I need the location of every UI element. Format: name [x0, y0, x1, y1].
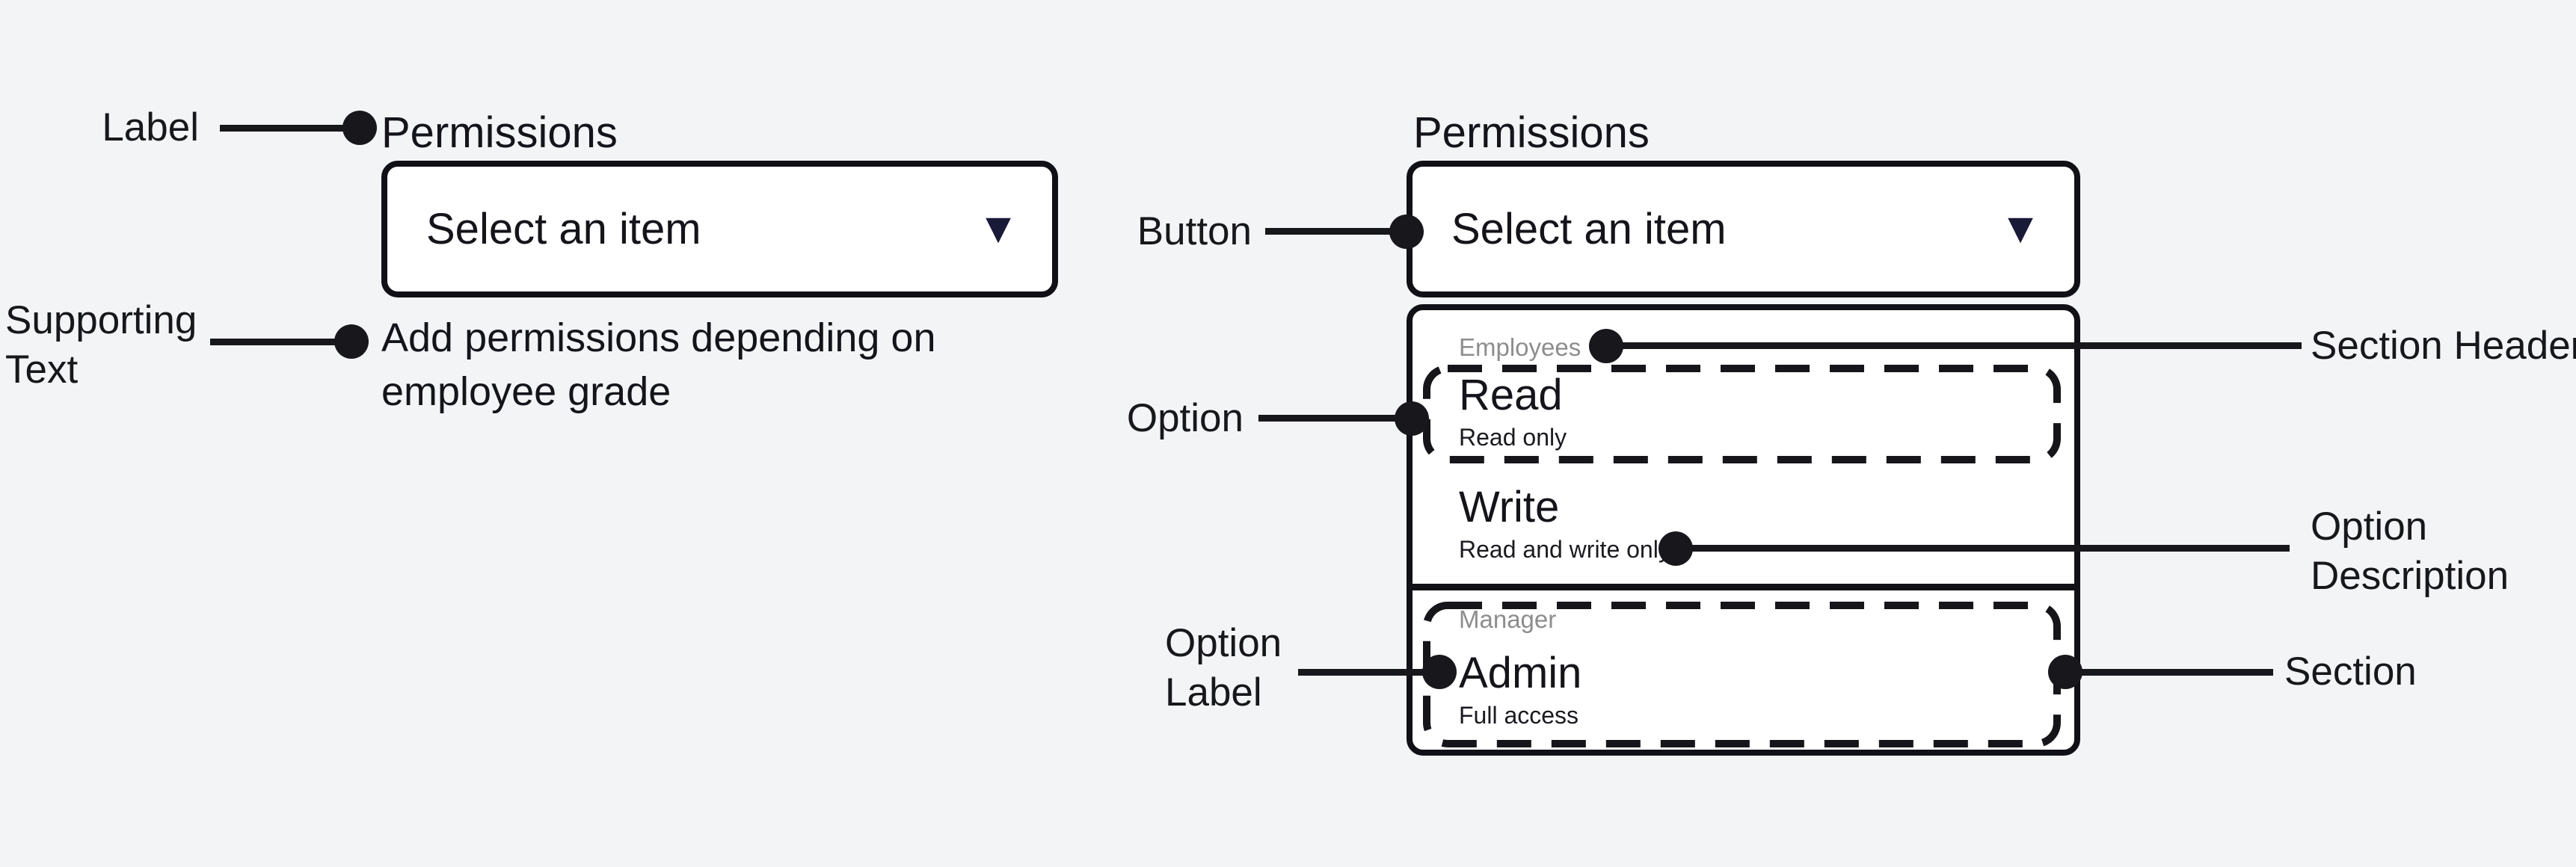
annotation-supporting-line [210, 339, 348, 345]
annotation-section: Section [2284, 650, 2417, 694]
field-label-expanded: Permissions [1413, 108, 1650, 157]
option-read-description: Read only [1459, 424, 1567, 451]
annotation-button-dot [1389, 215, 1424, 249]
chevron-down-icon: ▼ [986, 209, 1011, 247]
annotation-label: Label [102, 105, 199, 149]
annotation-label-dot [342, 111, 377, 145]
annotation-button-line [1265, 228, 1402, 235]
dropdown-button-expanded[interactable]: Select an item ▼ [1407, 161, 2080, 297]
option-read-label: Read [1459, 371, 1563, 419]
dropdown-button-expanded-text: Select an item [1451, 204, 1727, 253]
dropdown-button-text: Select an item [426, 204, 701, 253]
supporting-text-line2: employee grade [381, 369, 671, 414]
annotation-option-label-dot [1422, 655, 1457, 689]
dropdown-listbox: Employees Read Read only Write Read and … [1407, 304, 2080, 756]
annotation-label-line [220, 125, 357, 132]
option-write-description: Read and write only [1459, 536, 1670, 563]
annotation-supporting-dot [334, 324, 369, 359]
section-header-manager: Manager [1459, 605, 1557, 633]
option-write-label: Write [1459, 483, 1560, 531]
annotation-option-description: Option Description [2311, 505, 2509, 598]
field-label: Permissions [381, 108, 618, 157]
section-header-employees: Employees [1459, 333, 1581, 361]
annotation-section-header: Section Header [2311, 324, 2576, 368]
annotation-option-label-line [1298, 669, 1436, 676]
annotation-option-line [1258, 415, 1408, 422]
supporting-text-line1: Add permissions depending on [381, 315, 936, 360]
annotation-section-header-line [1613, 342, 2302, 349]
annotation-option-label: Option Label [1165, 621, 1282, 715]
option-read[interactable]: Read Read only [1459, 369, 1567, 453]
option-admin[interactable]: Admin Full access [1459, 647, 1581, 731]
annotation-option-description-line [1682, 545, 2290, 552]
option-write[interactable]: Write Read and write only [1459, 481, 1670, 565]
annotation-section-line [2072, 669, 2273, 676]
annotation-option: Option [1126, 396, 1244, 440]
annotation-supporting-text: Supporting Text [5, 298, 197, 392]
annotation-option-dot [1395, 401, 1429, 436]
dropdown-button[interactable]: Select an item ▼ [381, 161, 1058, 297]
annotation-button: Button [1137, 209, 1252, 253]
supporting-text: Add permissions depending on employee gr… [381, 311, 936, 419]
option-admin-label: Admin [1459, 649, 1582, 697]
option-admin-description: Full access [1459, 702, 1579, 729]
chevron-down-icon: ▼ [2008, 209, 2033, 247]
section-divider [1407, 584, 2080, 590]
